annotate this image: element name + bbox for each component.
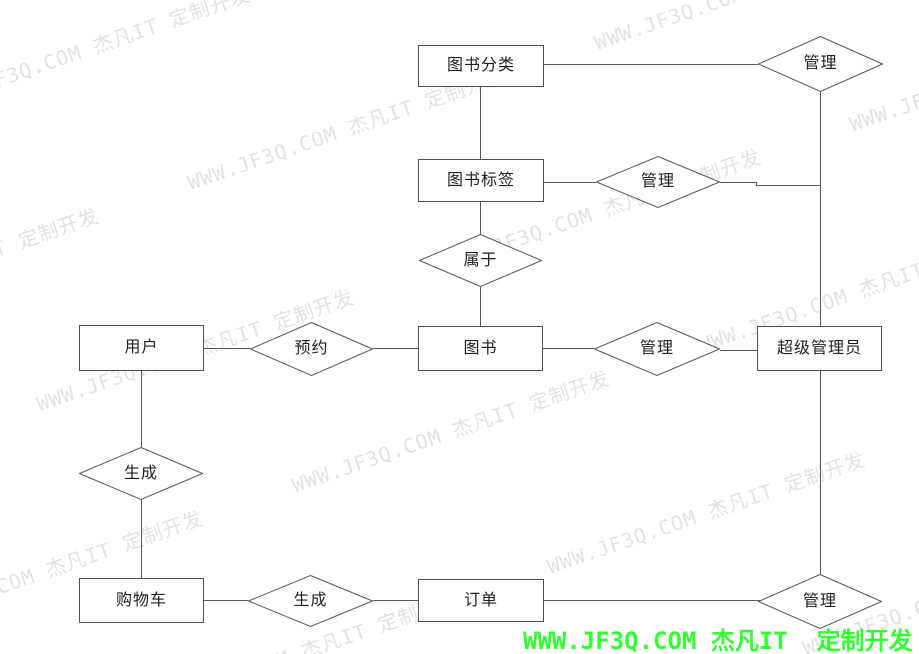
entity-user: 用户	[79, 325, 204, 371]
watermark-text: WWW.JF3Q.COM 杰凡IT 定制开发	[0, 0, 253, 114]
connector-tag-belongs	[480, 202, 481, 234]
diamond-shape	[250, 322, 373, 376]
connector-generate-order	[373, 600, 418, 601]
connector-user-generate	[141, 371, 142, 447]
entity-book-category: 图书分类	[418, 45, 544, 87]
connector-manage-superadmin2	[720, 350, 757, 351]
relation-label: 管理	[640, 173, 675, 190]
relation-manage-book: 管理	[594, 322, 720, 376]
relation-manage-category: 管理	[758, 36, 883, 92]
entity-order: 订单	[418, 579, 544, 622]
diamond-shape	[248, 575, 373, 627]
connector-reserve-book	[373, 348, 418, 349]
connector-superadmin-manageorder	[820, 371, 821, 574]
connector-manage-superadmin	[820, 92, 821, 326]
relation-label: 管理	[803, 55, 838, 72]
watermark-text: WWW.JF3Q.COM 杰凡IT 定制开发	[0, 203, 102, 335]
entity-label: 购物车	[115, 591, 167, 609]
connector-tag-manage	[544, 182, 596, 183]
relation-label: 生成	[293, 592, 328, 609]
entity-label: 图书	[463, 339, 498, 357]
connector-generate-cart	[141, 500, 142, 578]
connector-belongs-book	[480, 287, 481, 326]
relation-reserve: 预约	[250, 322, 373, 376]
relation-manage-order: 管理	[758, 574, 882, 629]
watermark-text: WWW.JF3Q.COM 杰凡IT 定制开发	[288, 365, 613, 498]
connector-managetag-jog-step	[756, 182, 757, 186]
entity-cart: 购物车	[79, 578, 204, 623]
connector-order-manage	[544, 600, 760, 601]
diamond-shape	[79, 447, 203, 500]
entity-book-tag: 图书标签	[418, 159, 544, 202]
relation-label: 管理	[802, 592, 837, 610]
entity-label: 订单	[463, 591, 498, 609]
diamond-shape	[596, 156, 720, 208]
entity-label: 用户	[124, 339, 159, 356]
entity-label: 超级管理员	[776, 339, 862, 357]
relation-label: 属于	[463, 251, 498, 269]
relation-label: 预约	[294, 340, 329, 357]
diamond-shape	[594, 322, 720, 376]
relation-belongs-to: 属于	[419, 234, 542, 287]
diamond-shape	[419, 234, 542, 287]
connector-cart-generate	[204, 600, 248, 601]
diamond-shape	[758, 36, 883, 92]
entity-book: 图书	[418, 326, 543, 371]
connector-managetag-jog-b	[756, 185, 820, 186]
connector-category-tag	[480, 87, 481, 159]
diamond-shape	[758, 574, 882, 629]
entity-label: 图书标签	[446, 171, 515, 189]
relation-label: 管理	[639, 340, 674, 357]
entity-super-admin: 超级管理员	[757, 326, 882, 371]
relation-generate-cart: 生成	[79, 447, 203, 500]
connector-book-manage	[543, 348, 594, 349]
connector-category-manage	[544, 64, 758, 65]
connector-user-reserve	[204, 348, 250, 349]
relation-generate-order: 生成	[248, 575, 373, 627]
relation-manage-tag: 管理	[596, 156, 720, 208]
entity-label: 图书分类	[446, 57, 515, 74]
relation-label: 生成	[123, 464, 158, 482]
connector-managetag-jog-a	[720, 182, 756, 183]
